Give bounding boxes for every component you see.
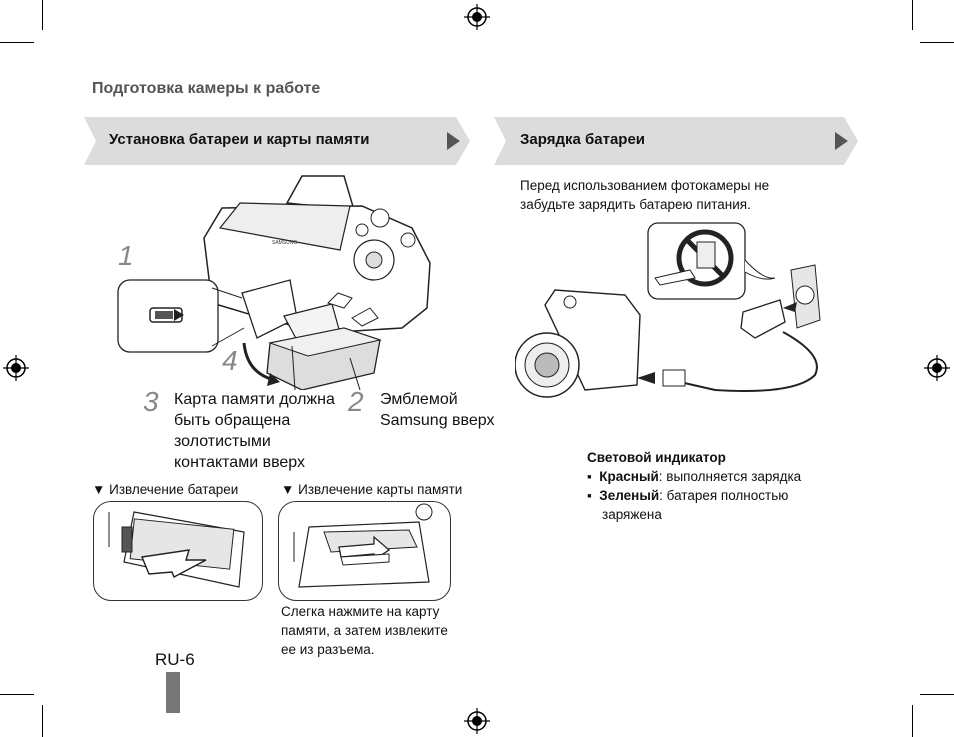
caption-card-orientation: Карта памяти должна быть обращена золоти… — [174, 389, 335, 473]
bullet: ▪ — [587, 488, 600, 503]
indicator-item-red: ▪ Красный: выполняется зарядка — [587, 467, 801, 486]
crop-mark — [0, 694, 34, 695]
caption-line: контактами вверх — [174, 454, 306, 471]
intro-line: Перед использованием фотокамеры не — [520, 178, 770, 193]
brand-text: SAMSUNG — [272, 240, 297, 246]
right-section-title: Зарядка батареи — [520, 131, 646, 148]
section-title: Подготовка камеры к работе — [92, 80, 321, 97]
caption-battery-orientation: Эмблемой Samsung вверх — [380, 389, 494, 431]
charging-intro: Перед использованием фотокамеры не забуд… — [520, 176, 769, 214]
crop-mark — [920, 42, 954, 43]
crop-mark — [0, 42, 34, 43]
note-line: ее из разъема. — [281, 642, 375, 657]
caption-line: быть обращена — [174, 412, 291, 429]
registration-mark-icon — [3, 355, 29, 381]
indicator-text: : выполняется зарядка — [658, 469, 802, 484]
step-number-3: 3 — [143, 386, 159, 417]
registration-mark-icon — [464, 708, 490, 734]
indicator-color: Зеленый — [599, 488, 660, 503]
card-removal-note: Слегка нажмите на карту памяти, а затем … — [281, 602, 448, 659]
card-removal-label: ▼ Извлечение карты памяти — [281, 482, 463, 497]
right-section-band — [494, 117, 858, 165]
step-number-4: 4 — [222, 345, 238, 376]
page-number: RU-6 — [155, 650, 195, 669]
crop-mark — [912, 0, 913, 30]
caption-line: Эмблемой — [380, 391, 458, 408]
indicator-title: Световой индикатор — [587, 450, 726, 465]
crop-mark — [42, 705, 43, 737]
intro-line: забудьте зарядить батарею питания. — [520, 197, 751, 212]
left-section-band — [84, 117, 470, 165]
indicator-item-green: ▪ Зеленый: батарея полностью — [587, 486, 788, 505]
crop-mark — [912, 705, 913, 737]
crop-mark — [42, 0, 43, 30]
crop-mark — [920, 694, 954, 695]
caption-line: Карта памяти должна — [174, 391, 335, 408]
page-tab — [166, 672, 180, 713]
indicator-color: Красный — [599, 469, 659, 484]
bullet: ▪ — [587, 469, 600, 484]
caption-line: золотистыми — [174, 433, 271, 450]
battery-removal-label: ▼ Извлечение батареи — [92, 482, 239, 497]
note-line: Слегка нажмите на карту — [281, 604, 440, 619]
caption-line: Samsung вверх — [380, 412, 495, 429]
battery-insertion-illustration: SAMSUNG — [117, 175, 431, 390]
indicator-continuation: заряжена — [602, 507, 662, 522]
card-removal-illustration — [278, 501, 451, 601]
note-line: памяти, а затем извлеките — [281, 623, 448, 638]
charging-illustration — [515, 222, 821, 398]
battery-removal-illustration — [93, 501, 263, 601]
registration-mark-icon — [924, 355, 950, 381]
step-number-2: 2 — [348, 386, 364, 417]
registration-mark-icon — [464, 4, 490, 30]
indicator-text: : батарея полностью — [659, 488, 789, 503]
left-section-title: Установка батареи и карты памяти — [109, 131, 370, 148]
step-number-1: 1 — [118, 240, 134, 271]
